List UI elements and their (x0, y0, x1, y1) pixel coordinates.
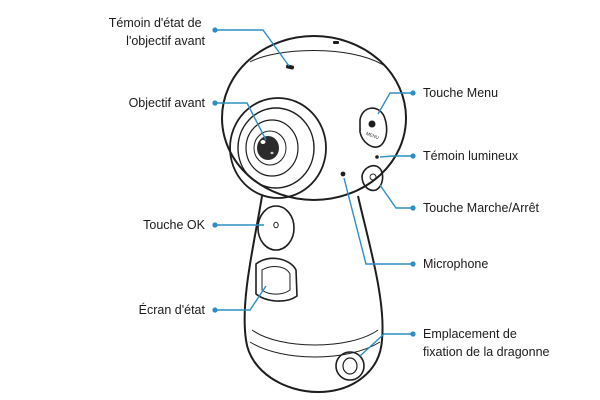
svg-text:Emplacement de fixation: Emplacement de fixation de la dragonne (423, 327, 550, 359)
microphone-hole (340, 171, 346, 177)
front-lens-status-led (285, 64, 295, 70)
menu-button-icon (368, 120, 376, 128)
callout-front-lens: Objectif avant (129, 96, 267, 141)
camera-head (221, 35, 407, 201)
callout-menu-key: Touche Menu (377, 86, 498, 115)
menu-button-marking: MENU (365, 131, 379, 140)
label-front-lens: Objectif avant (129, 96, 206, 110)
label-strap-mount-1: Emplacement de (423, 327, 517, 341)
svg-text:Témoin d'état de l'objec: Témoin d'état de l'objectif avant (109, 16, 206, 48)
label-indicator-light: Témoin lumineux (423, 149, 519, 163)
callout-indicator-light: Témoin lumineux (379, 149, 519, 163)
front-lens-housing (229, 97, 327, 199)
front-lens (257, 136, 279, 160)
status-screen (255, 257, 298, 302)
label-power-key: Touche Marche/Arrêt (423, 201, 540, 215)
label-ok-key: Touche OK (143, 218, 206, 232)
indicator-light (375, 155, 379, 159)
label-strap-mount-2: fixation de la dragonne (423, 345, 550, 359)
label-front-lens-status-2: l'objectif avant (126, 34, 205, 48)
label-status-screen: Écran d'état (139, 302, 206, 317)
label-front-lens-status-1: Témoin d'état de (109, 16, 202, 30)
menu-button[interactable] (359, 107, 388, 148)
callout-strap-mount: Emplacement de fixation de la dragonne (359, 327, 550, 359)
callout-status-screen: Écran d'état (139, 285, 267, 317)
callout-power-key: Touche Marche/Arrêt (379, 184, 540, 215)
label-menu-key: Touche Menu (423, 86, 498, 100)
camera-device: MENU (221, 35, 407, 394)
callout-front-lens-status: Témoin d'état de l'objectif avant (109, 16, 290, 67)
camera-handle (243, 195, 384, 394)
callout-ok-key: Touche OK (143, 218, 264, 232)
callout-microphone: Microphone (343, 177, 488, 271)
label-microphone: Microphone (423, 257, 488, 271)
ok-button-icon (273, 221, 279, 229)
strap-mount (335, 351, 365, 381)
ok-button[interactable] (257, 205, 295, 251)
power-button[interactable] (361, 164, 384, 192)
